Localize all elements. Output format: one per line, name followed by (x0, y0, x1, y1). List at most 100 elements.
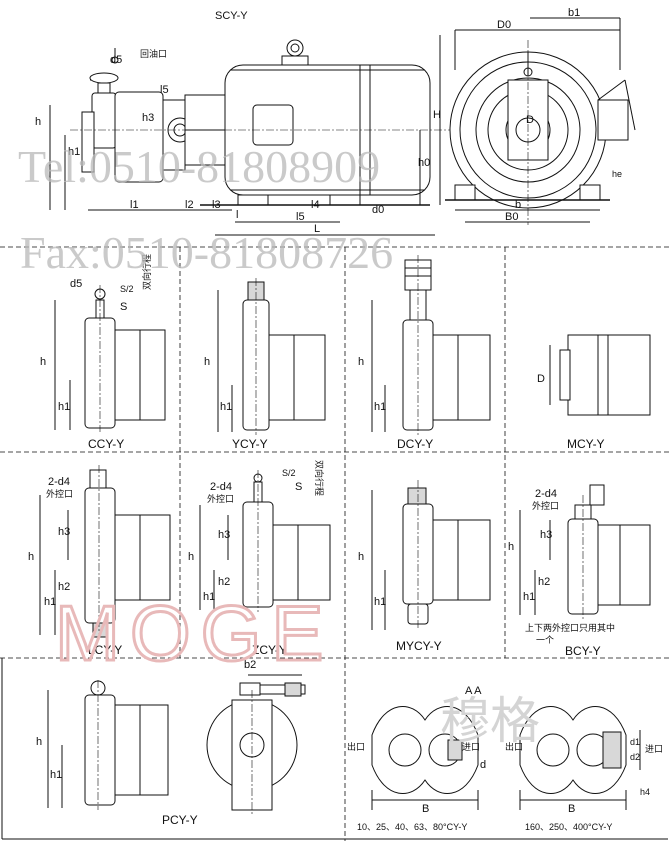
watermark-tel: Tel:0510-81808909 (18, 141, 380, 192)
lcy-label-2: h3 (58, 526, 70, 538)
bcy-note-line2: 一个 (536, 635, 554, 645)
left-caption: 10、25、40、63、80°CY-Y (357, 822, 467, 832)
label-return-port: 回油口 (140, 48, 167, 59)
zcy-label-5: h3 (218, 529, 230, 541)
zcy-label-0: 2-d4 (210, 481, 232, 493)
variant-lcy-y: 2-d4 外控口 h3 h h2 h1 LCY-Y (28, 465, 171, 657)
port-sections: A A 出口 进口 d B 10、25、40、63、80°CY-Y 出口 进口 … (347, 685, 663, 832)
right-d2: d2 (630, 752, 640, 762)
label-l5: l5 (160, 84, 169, 96)
mcy-caption: MCY-Y (567, 437, 605, 451)
pcy-label-h1: h1 (50, 769, 62, 781)
mcy-label-0: D (537, 373, 545, 385)
zcy-label-3: S (295, 481, 302, 493)
variant-bcy-y: 2-d4 外控口 h3 h h2 h1 上下两外控口只用其中 一个 BCY-Y (508, 484, 651, 658)
ycy-label-1: h1 (220, 401, 232, 413)
label-l5b: l5 (296, 211, 305, 223)
label-l: l (236, 209, 238, 221)
left-B: B (422, 803, 429, 815)
bcy-label-3: h (508, 541, 514, 553)
label-D0: D0 (497, 19, 511, 31)
zcy-label-1: 外控口 (207, 493, 234, 504)
label-h1: h1 (68, 146, 80, 158)
ccy-label-0: d5 (70, 278, 82, 290)
bcy-label-1: 外控口 (532, 500, 559, 511)
section-aa: A A (465, 685, 482, 697)
right-B: B (568, 803, 575, 815)
ccy-label-2: S (120, 301, 127, 313)
label-h3: h3 (142, 112, 154, 124)
label-d5: d5 (110, 54, 122, 66)
label-d0: d0 (372, 204, 384, 216)
label-he: he (612, 169, 622, 179)
watermark-logo: MOGE (55, 589, 333, 677)
variant-pcy-y: b2 h h1 PCY-Y (36, 659, 306, 827)
scy-y-side-view: SCY-Y (35, 10, 460, 236)
lcy-label-1: 外控口 (46, 488, 73, 499)
label-L: L (314, 223, 320, 235)
ccy-label-3: 双向行程 (141, 254, 152, 290)
ccy-caption: CCY-Y (88, 437, 124, 451)
label-l1: l1 (130, 199, 139, 211)
zcy-label-8: h1 (203, 591, 215, 603)
dcy-caption: DCY-Y (397, 437, 433, 451)
main-title: SCY-Y (215, 10, 248, 22)
lcy-label-4: h2 (58, 581, 70, 593)
label-l4: l4 (311, 199, 320, 211)
bcy-note-line1: 上下两外控口只用其中 (525, 622, 615, 633)
bcy-label-2: h3 (540, 529, 552, 541)
right-inlet: 进口 (645, 744, 663, 754)
pcy-label-h: h (36, 736, 42, 748)
zcy-label-2: S/2 (282, 468, 296, 478)
label-b1: b1 (568, 7, 580, 19)
left-outlet: 出口 (347, 741, 365, 752)
bcy-label-5: h1 (523, 591, 535, 603)
variant-ccy-y: d5 S/2 S 双向行程 h h1 CCY-Y (40, 254, 166, 451)
mycy-caption: MYCY-Y (396, 639, 442, 653)
zcy-label-4: 双向行程 (314, 460, 325, 496)
ccy-label-4: h (40, 356, 46, 368)
scy-y-front-view: D0 b1 D he b B0 (445, 7, 636, 225)
pcy-caption: PCY-Y (162, 813, 198, 827)
bcy-label-4: h2 (538, 576, 550, 588)
watermark-fax: Fax:0510-81808726 (20, 227, 393, 278)
bcy-label-0: 2-d4 (535, 488, 557, 500)
zcy-label-6: h (188, 551, 194, 563)
ycy-label-0: h (204, 356, 210, 368)
dcy-label-0: h (358, 356, 364, 368)
variant-ycy-y: h h1 YCY-Y (204, 278, 326, 451)
label-H: H (433, 109, 441, 121)
mycy-label-1: h1 (374, 596, 386, 608)
lcy-label-0: 2-d4 (48, 476, 70, 488)
label-h0: h0 (418, 157, 430, 169)
ycy-caption: YCY-Y (232, 437, 268, 451)
bcy-caption: BCY-Y (565, 644, 601, 658)
variant-mcy-y: D MCY-Y (537, 334, 651, 451)
left-inlet: 进口 (462, 742, 480, 752)
lcy-label-5: h1 (44, 596, 56, 608)
label-B0: B0 (505, 211, 518, 223)
right-h4: h4 (640, 787, 650, 797)
label-b: b (515, 199, 521, 211)
label-h: h (35, 116, 41, 128)
pcy-label-b2: b2 (244, 659, 256, 671)
watermark-cn: 穆格 (440, 692, 540, 750)
lcy-caption: LCY-Y (88, 643, 122, 657)
mycy-label-0: h (358, 551, 364, 563)
watermarks: Tel:0510-81808909 Fax:0510-81808726 MOGE… (18, 141, 540, 750)
right-caption: 160、250、400°CY-Y (525, 822, 612, 832)
variant-mycy-y: h h1 MYCY-Y (358, 480, 491, 653)
zcy-caption: ZCY-Y (252, 643, 287, 657)
right-outlet: 出口 (505, 741, 523, 752)
variant-dcy-y: h h1 DCY-Y (358, 255, 491, 451)
label-l2: l2 (185, 199, 194, 211)
ccy-label-5: h1 (58, 401, 70, 413)
lcy-label-3: h (28, 551, 34, 563)
label-D: D (526, 114, 534, 126)
variant-zcy-y: 2-d4 外控口 S/2 S 双向行程 h3 h h2 h1 ZCY-Y (188, 460, 331, 657)
label-l3: l3 (212, 199, 221, 211)
zcy-label-7: h2 (218, 576, 230, 588)
grid-frame (0, 246, 670, 841)
dcy-label-1: h1 (374, 401, 386, 413)
